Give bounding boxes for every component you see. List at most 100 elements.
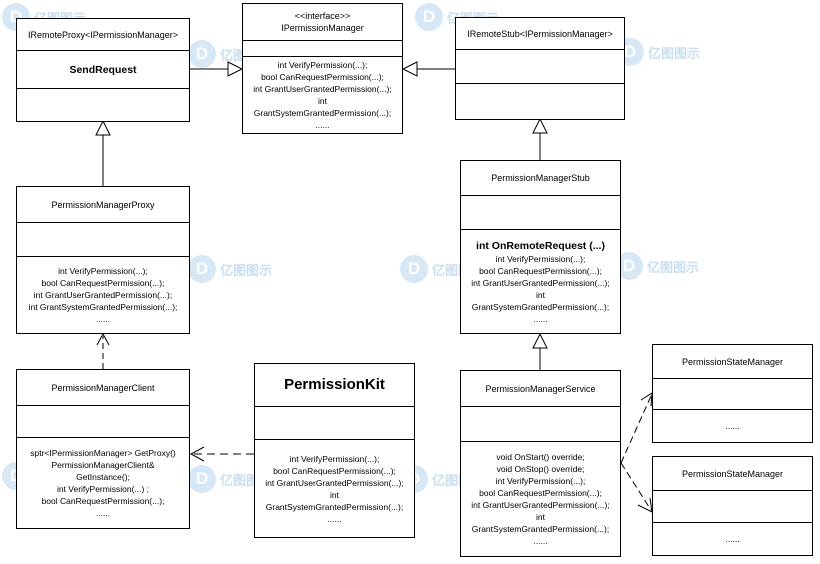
method: int: [536, 512, 545, 522]
class-methods-section: void OnStart() override; void OnStop() o…: [461, 442, 620, 556]
kit-to-client-arrowhead: [189, 446, 205, 462]
class-name-section: PermissionManagerStub: [461, 161, 620, 196]
class-attributes-section: [653, 491, 812, 523]
class-name-section: <<interface>> IPermissionManager: [243, 4, 402, 41]
method: PermissionManagerClient&: [51, 460, 155, 470]
class-permission-state-manager-2: PermissionStateManager ......: [652, 456, 813, 556]
watermark-label: 亿图图示: [647, 259, 700, 275]
class-name: PermissionManagerService: [485, 383, 596, 394]
class-permission-manager-proxy: PermissionManagerProxy int VerifyPermiss…: [16, 186, 190, 334]
class-permission-manager-service: PermissionManagerService void OnStart() …: [460, 370, 621, 557]
method: GrantSystemGrantedPermission(...);: [471, 524, 610, 534]
method: ......: [533, 313, 548, 324]
proxy-inherit-arrowhead: [95, 119, 111, 136]
class-name: PermissionManagerClient: [51, 382, 155, 393]
method: int: [318, 96, 327, 106]
service-to-state1-arrowhead: [640, 392, 653, 407]
class-attributes-section: [243, 41, 402, 57]
method: ......: [725, 534, 740, 544]
class-permission-kit: PermissionKit int VerifyPermission(...);…: [254, 363, 415, 538]
class-name: PermissionManagerProxy: [51, 199, 155, 210]
class-methods-section: int VerifyPermission(...); bool CanReque…: [243, 57, 402, 133]
class-name: PermissionManagerStub: [491, 173, 590, 183]
watermark-logo-icon: D: [400, 255, 428, 283]
class-permission-state-manager-1: PermissionStateManager ......: [652, 344, 813, 443]
service-to-state1-dependency: [620, 395, 652, 464]
class-name: IPermissionManager: [281, 23, 364, 33]
class-methods-section: ......: [653, 410, 812, 442]
method: bool CanRequestPermission(...);: [273, 465, 396, 476]
stub-to-interface-arrowhead: [401, 61, 418, 77]
method: ......: [95, 314, 111, 324]
watermark-logo-icon: D: [188, 40, 216, 68]
method: GrantSystemGrantedPermission(...);: [253, 108, 392, 118]
method: bool CanRequestPermission(...);: [41, 496, 165, 506]
class-iremote-stub: IRemoteStub<IPermissionManager>: [455, 17, 625, 120]
class-attributes-section: [17, 406, 189, 438]
service-inherit-arrowhead: [532, 332, 548, 349]
client-to-proxy-arrowhead: [96, 332, 110, 346]
method: int: [536, 289, 545, 300]
method: ......: [533, 536, 548, 546]
method: GrantSystemGrantedPermission(...);: [265, 501, 404, 512]
method: int GrantUserGrantedPermission(...);: [33, 290, 173, 300]
stub-inherit-arrowhead: [532, 117, 548, 134]
method: GetInstance();: [76, 472, 130, 482]
class-name: PermissionKit: [284, 376, 385, 393]
method: int: [330, 489, 339, 500]
class-attributes-section: [461, 407, 620, 442]
watermark-label: 亿图图示: [648, 45, 701, 61]
method: sptr<IPermissionManager> GetProxy(): [30, 448, 176, 458]
proxy-to-interface-arrowhead: [227, 61, 244, 77]
class-name-section: IRemoteStub<IPermissionManager>: [456, 18, 624, 50]
method: int VerifyPermission(...);: [58, 266, 148, 276]
class-name-section: PermissionManagerClient: [17, 370, 189, 406]
method: SendRequest: [69, 63, 137, 76]
class-methods-section: SendRequest: [17, 51, 189, 89]
method: int VerifyPermission(...) ;: [56, 484, 150, 494]
method: bool CanRequestPermission(...);: [261, 72, 384, 82]
class-name-section: IRemoteProxy<IPermissionManager>: [17, 19, 189, 51]
class-ipermission-manager: <<interface>> IPermissionManager int Ver…: [242, 3, 403, 134]
class-methods-section: int VerifyPermission(...); bool CanReque…: [17, 257, 189, 333]
method: int VerifyPermission(...);: [277, 60, 368, 70]
watermark-logo-icon: D: [188, 255, 216, 283]
class-name-section: PermissionManagerService: [461, 371, 620, 407]
method: bool CanRequestPermission(...);: [479, 265, 602, 276]
class-methods-section: ......: [653, 523, 812, 555]
method: int GrantSystemGrantedPermission(...);: [28, 302, 178, 312]
class-attributes-section: [461, 196, 620, 230]
watermark-logo-icon: D: [415, 3, 443, 31]
class-iremote-proxy: IRemoteProxy<IPermissionManager> SendReq…: [16, 18, 190, 122]
method: GrantSystemGrantedPermission(...);: [471, 301, 610, 312]
class-attributes-section: [255, 407, 414, 440]
method: int VerifyPermission(...);: [289, 453, 380, 464]
stereotype-label: <<interface>>: [294, 11, 351, 21]
service-to-state2-dependency: [620, 462, 652, 511]
method: ......: [95, 508, 111, 518]
method: int GrantUserGrantedPermission(...);: [471, 500, 610, 510]
class-name-section: PermissionManagerProxy: [17, 187, 189, 223]
method: bool CanRequestPermission(...);: [41, 278, 165, 288]
method: int GrantUserGrantedPermission(...);: [471, 277, 610, 288]
method-highlight: int OnRemoteRequest (...): [476, 239, 605, 252]
class-methods-section: [456, 84, 624, 119]
method: int VerifyPermission(...);: [495, 253, 586, 264]
method: int GrantUserGrantedPermission(...);: [253, 84, 392, 94]
method: int GrantUserGrantedPermission(...);: [265, 477, 404, 488]
class-name-section: PermissionStateManager: [653, 345, 812, 379]
class-name: IRemoteStub<IPermissionManager>: [467, 28, 613, 39]
class-methods-section: int VerifyPermission(...); bool CanReque…: [255, 440, 414, 537]
watermark-label: 亿图图示: [220, 262, 273, 278]
method: ......: [327, 513, 342, 524]
class-methods-section: int OnRemoteRequest (...) int VerifyPerm…: [461, 230, 620, 333]
method: void OnStart() override;: [496, 452, 585, 462]
class-name-section: PermissionStateManager: [653, 457, 812, 491]
class-permission-manager-stub: PermissionManagerStub int OnRemoteReques…: [460, 160, 621, 334]
class-attributes-section: [456, 50, 624, 84]
class-name: PermissionStateManager: [681, 468, 784, 479]
method: bool CanRequestPermission(...);: [479, 488, 602, 498]
